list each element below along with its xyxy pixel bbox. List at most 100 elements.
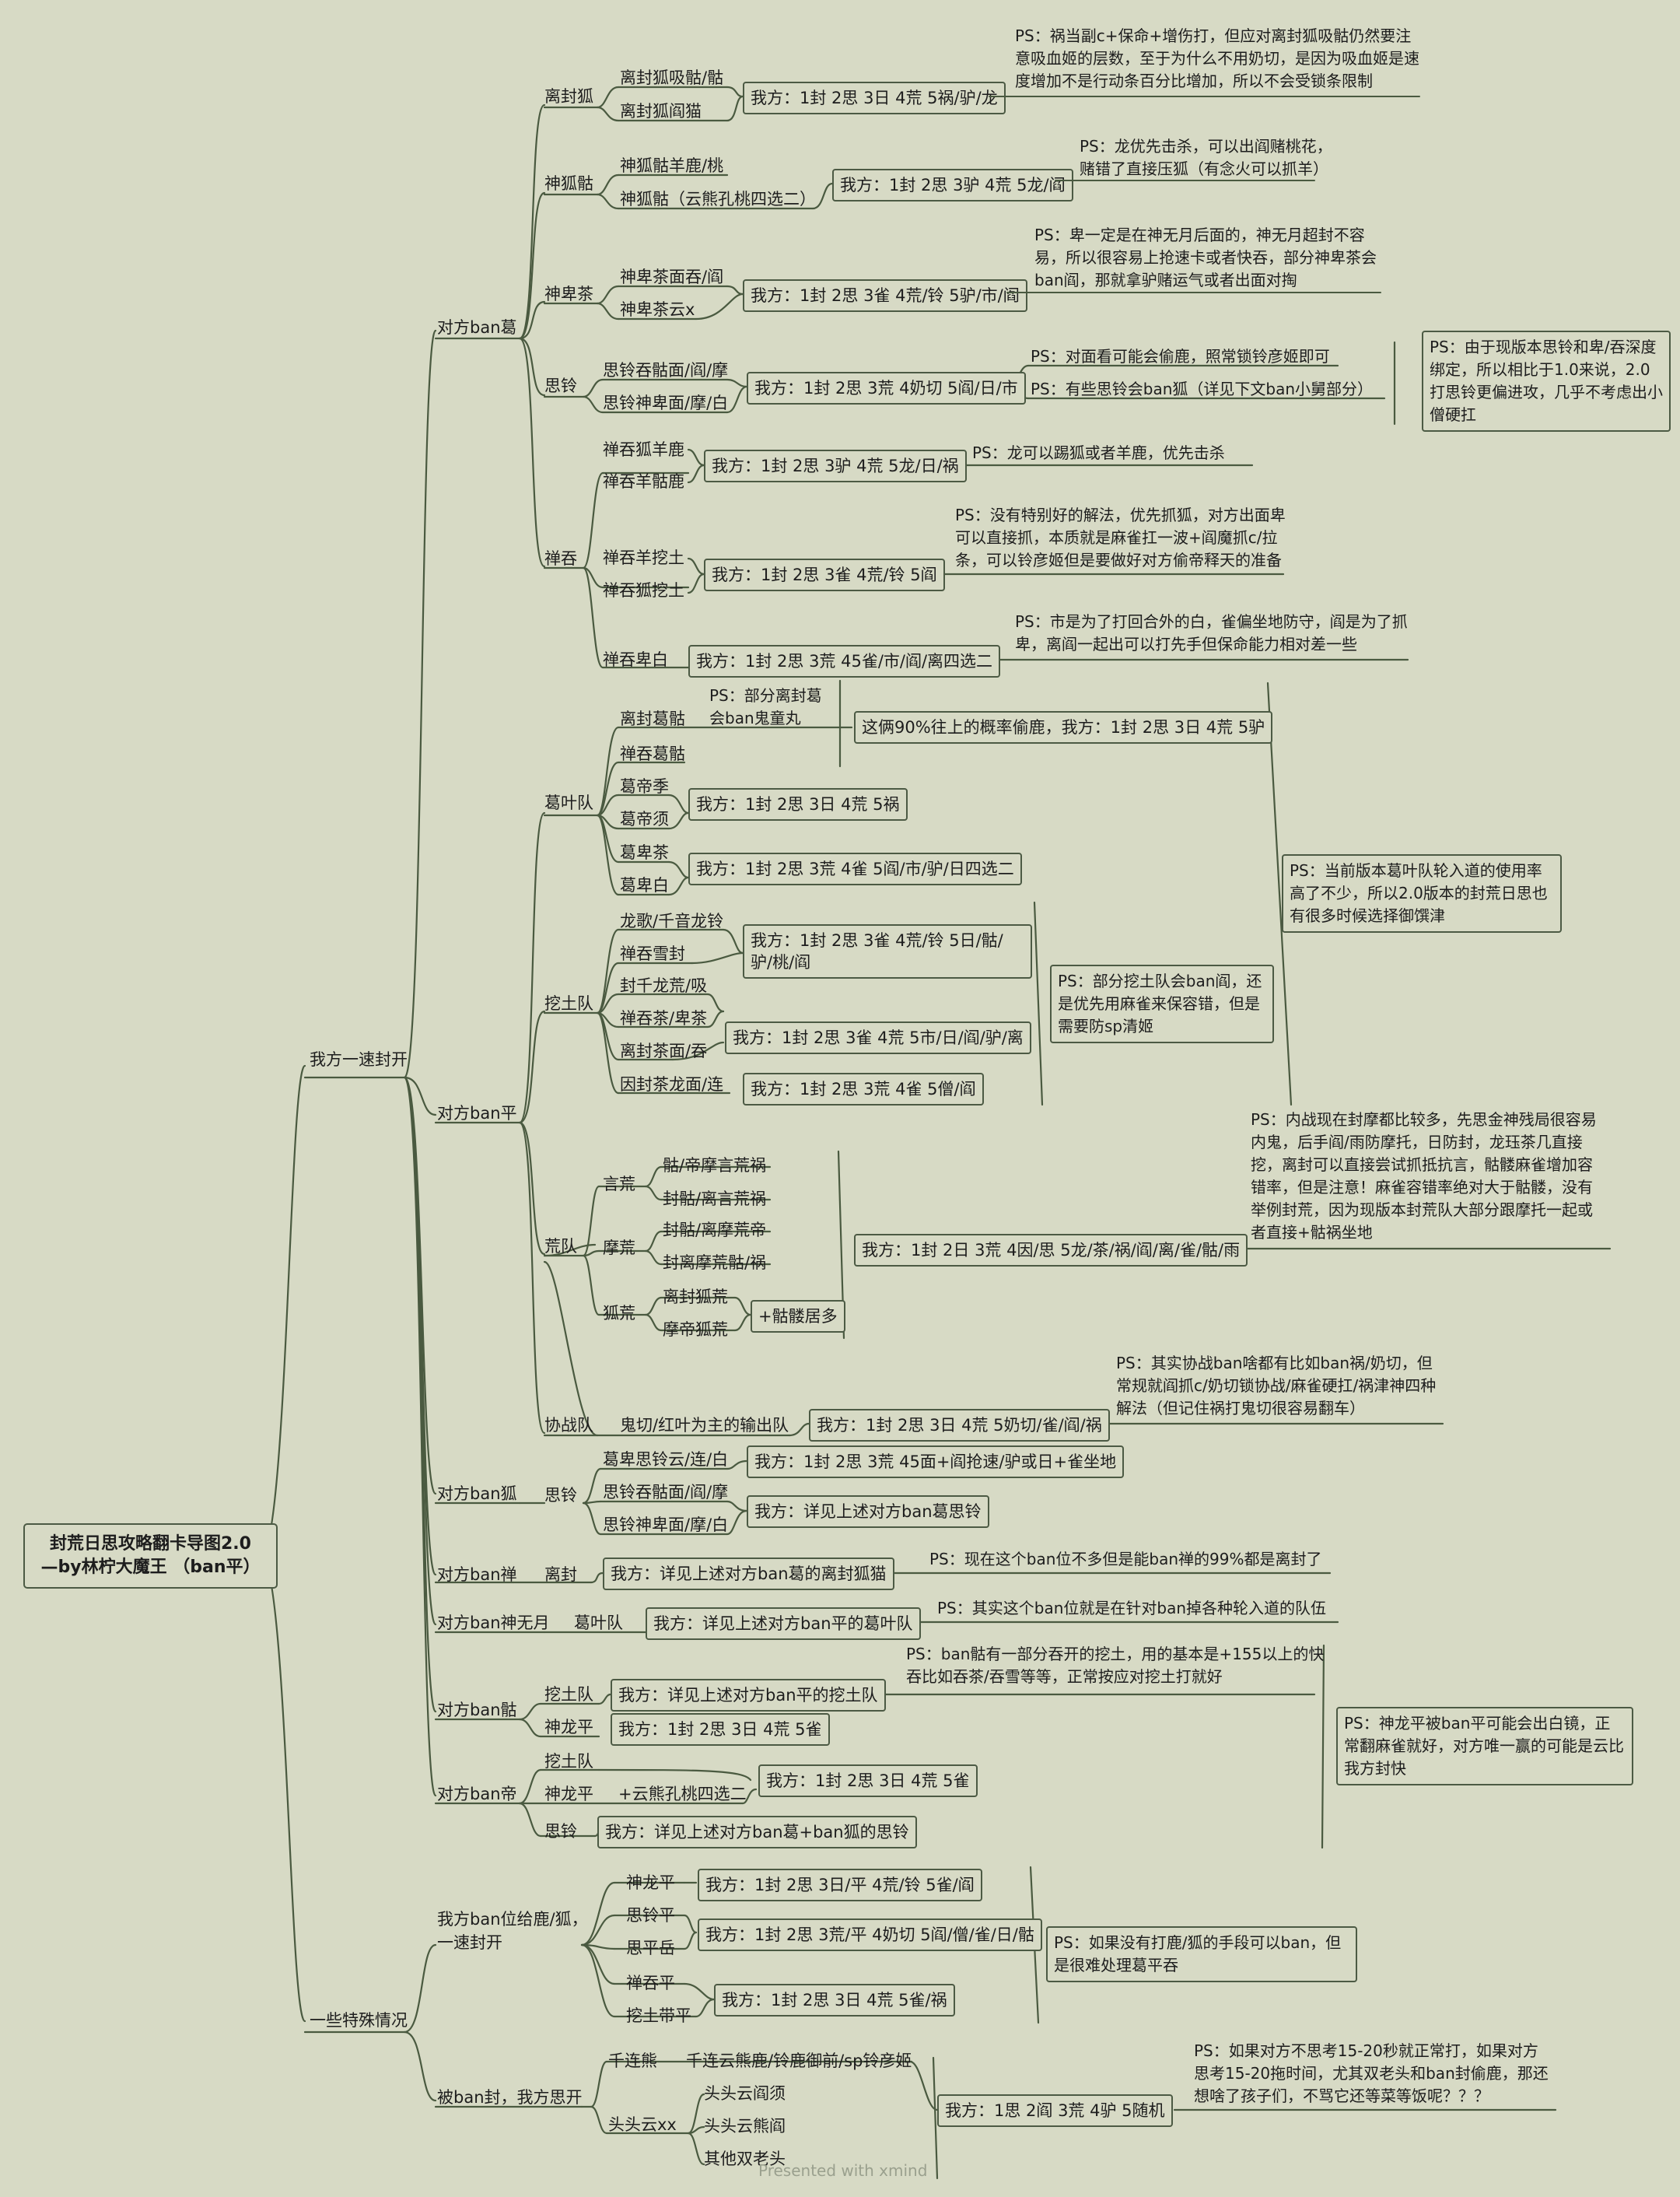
result-box-hu-1: 我方：1封 2思 3荒 45面+阎抢速/驴或日+雀坐地 — [747, 1445, 1125, 1478]
group-ban-chan: 对方ban禅 — [437, 1565, 517, 1584]
result-box-di-siling: 我方：详见上述对方ban葛+ban狐的思铃 — [597, 1816, 917, 1848]
branch-wuyue-geye: 葛叶队 — [574, 1614, 623, 1632]
di-shenlong-item: +云熊孔桃四选二 — [618, 1785, 747, 1803]
result-box-shenbei: 我方：1封 2思 3雀 4荒/铃 5驴/市/阎 — [743, 279, 1027, 312]
branch-shenbei: 神卑茶 — [544, 285, 593, 303]
shenbei-item-2: 神卑茶云x — [620, 300, 695, 319]
siling-item-1: 思铃吞骷面/阎/摩 — [603, 361, 729, 380]
spec1-item-2: 思铃平 — [626, 1906, 675, 1925]
huang-yan-item-2: 封骷/离言荒祸 — [663, 1190, 767, 1208]
chantun-a-item-1: 禅吞狐羊鹿 — [603, 440, 684, 459]
watermark: Presented with xmind — [758, 2161, 928, 2180]
spec2-a-item: 千连云熊鹿/铃鹿御前/sp铃彦姬 — [686, 2052, 912, 2070]
result-box-lifeng: 我方：1封 2思 3日 4荒 5祸/驴/龙 — [743, 82, 1006, 114]
branch-di-siling: 思铃 — [544, 1822, 577, 1841]
spec2-branch-a: 千连熊 — [608, 2052, 657, 2070]
result-box-geye-1: 这俩90%往上的概率偷鹿，我方：1封 2思 3日 4荒 5驴 — [854, 711, 1273, 744]
spec1-item-5: 挖土带平 — [626, 2006, 691, 2025]
huang-mo-item-2: 封离摩荒骷/祸 — [663, 1253, 767, 1272]
ps-siling-big: PS：由于现版本思铃和卑/吞深度绑定，所以相比于1.0来说，2.0打思铃更偏进攻… — [1422, 331, 1671, 432]
result-box-chan: 我方：详见上述对方ban葛的离封狐猫 — [603, 1558, 894, 1590]
huang-mo-item-1: 封骷/离摩荒帝 — [663, 1221, 767, 1239]
root-author: —by林柠大魔王 （ban平） — [40, 1558, 261, 1577]
branch-di-watu: 挖土队 — [544, 1752, 593, 1771]
result-box-huang-hu: +骷髅居多 — [751, 1300, 845, 1333]
branch-tie-shenlong: 神龙平 — [544, 1718, 593, 1736]
result-box-watu-2: 我方：1封 2思 3雀 4荒 5市/日/阎/驴/离 — [725, 1021, 1031, 1054]
result-box-shenhu: 我方：1封 2思 3驴 4荒 5龙/阎 — [832, 169, 1073, 201]
branch-xiezhan: 协战队 — [544, 1416, 593, 1435]
branch-huang: 荒队 — [544, 1237, 577, 1256]
group-ban-wuyue: 对方ban神无月 — [437, 1614, 550, 1632]
result-box-spec1-2: 我方：1封 2思 3荒/平 4奶切 5阎/僧/雀/日/骷 — [698, 1918, 1042, 1951]
result-box-spec2: 我方：1思 2阎 3荒 4驴 5随机 — [937, 2094, 1173, 2127]
geye-item-2: 禅吞葛骷 — [620, 745, 685, 763]
ps-tie-di: PS：神龙平被ban平可能会出白镜，正常翻麻雀就好，对方唯一赢的可能是云比我方封… — [1336, 1707, 1633, 1785]
chantun-a-item-2: 禅吞羊骷鹿 — [603, 472, 684, 491]
branch-lifeng: 离封狐 — [544, 87, 593, 106]
ps-geye-small: PS：部分离封葛 会ban鬼童丸 — [709, 686, 822, 727]
result-box-di: 我方：1封 2思 3日 4荒 5雀 — [758, 1764, 978, 1797]
huang-yan: 言荒 — [603, 1175, 635, 1193]
root-topic: 封荒日思攻略翻卡导图2.0 —by林柠大魔王 （ban平） — [23, 1523, 278, 1589]
result-box-siling: 我方：1封 2思 3荒 4奶切 5阎/日/市 — [747, 372, 1026, 405]
geye-item-6: 葛卑白 — [620, 876, 669, 895]
ps-spec1: PS：如果没有打鹿/狐的手段可以ban，但是很难处理葛平吞 — [1046, 1926, 1357, 1982]
ps-siling-1: PS：对面看可能会偷鹿，照常锁铃彦姬即可 — [1031, 347, 1330, 366]
result-box-huang: 我方：1封 2日 3荒 4因/思 5龙/茶/祸/阎/离/雀/骷/雨 — [854, 1234, 1248, 1267]
chantun-c-item: 禅吞卑白 — [603, 650, 668, 669]
watu-item-3: 封千龙荒/吸 — [620, 976, 708, 995]
ps-xiezhan: PS：其实协战ban啥都有比如ban祸/奶切，但常规就阎抓c/奶切锁协战/麻雀硬… — [1116, 1354, 1437, 1417]
watu-item-1: 龙歌/千音龙铃 — [620, 912, 724, 930]
group-ban-hu: 对方ban狐 — [437, 1484, 517, 1503]
group-special-1: 我方ban位给鹿/狐， 一速封开 — [437, 1910, 588, 1952]
shenhu-item-1: 神狐骷羊鹿/桃 — [620, 156, 724, 175]
ps-geye-big: PS：当前版本葛叶队轮入道的使用率高了不少，所以2.0版本的封荒日思也有很多时候… — [1282, 854, 1562, 933]
result-box-chantun-c: 我方：1封 2思 3荒 45雀/市/阎/离四选二 — [688, 645, 1001, 678]
siling-item-2: 思铃神卑面/摩/白 — [603, 394, 729, 412]
ps-siling-2: PS：有些思铃会ban狐（详见下文ban小舅部分） — [1031, 380, 1374, 398]
spec2-b-item-2: 头头云熊阎 — [704, 2117, 786, 2136]
hu-item-2: 思铃吞骷面/阎/摩 — [603, 1483, 729, 1501]
chantun-b-item-1: 禅吞羊挖土 — [603, 548, 684, 567]
huang-hu: 狐荒 — [603, 1304, 635, 1323]
geye-item-4: 葛帝须 — [620, 810, 669, 829]
shenhu-item-2: 神狐骷（云熊孔桃四选二） — [620, 190, 816, 208]
ps-shenbei: PS：卑一定是在神无月后面的，神无月超封不容易，所以很容易上抢速卡或者快吞，部分… — [1034, 226, 1377, 289]
result-box-geye-2: 我方：1封 2思 3日 4荒 5祸 — [688, 788, 908, 821]
branch-chan-lifeng: 离封 — [544, 1565, 577, 1584]
branch-hu-siling: 思铃 — [544, 1486, 577, 1505]
result-box-wuyue: 我方：详见上述对方ban平的葛叶队 — [646, 1607, 921, 1640]
ps-lifeng: PS：祸当副c+保命+增伤打，但应对离封狐吸骷仍然要注意吸血姬的层数，至于为什么… — [1015, 26, 1419, 90]
huang-hu-item-2: 摩帝狐荒 — [663, 1320, 728, 1339]
xiezhan-item: 鬼切/红叶为主的输出队 — [620, 1416, 789, 1435]
ps-chantun-b: PS：没有特别好的解法，优先抓狐，对方出面卑可以直接抓，本质就是麻雀扛一波+阎魔… — [955, 506, 1286, 569]
ps-watu: PS：部分挖土队会ban阎，还是优先用麻雀来保容错，但是需要防sp清姬 — [1050, 965, 1274, 1043]
ps-chan: PS：现在这个ban位不多但是能ban禅的99%都是离封了 — [929, 1550, 1322, 1568]
spec2-b-item-1: 头头云阎须 — [704, 2084, 786, 2103]
geye-item-1: 离封葛骷 — [620, 710, 685, 728]
group-ban-tie: 对方ban骷 — [437, 1701, 517, 1719]
result-box-tie-b: 我方：1封 2思 3日 4荒 5雀 — [611, 1713, 830, 1746]
branch-di-shenlong: 神龙平 — [544, 1785, 593, 1803]
result-box-chantun-a: 我方：1封 2思 3驴 4荒 5龙/日/祸 — [704, 450, 967, 482]
branch-watu: 挖土队 — [544, 994, 593, 1013]
huang-hu-item-1: 离封狐荒 — [663, 1288, 728, 1306]
lifeng-item-1: 离封狐吸骷/骷 — [620, 68, 724, 87]
ps-chantun-c: PS：市是为了打回合外的白，雀偏坐地防守，阎是为了抓卑，离阎一起出可以打先手但保… — [1015, 612, 1408, 653]
branch-siling: 思铃 — [544, 377, 577, 395]
watu-item-6: 因封茶龙面/连 — [620, 1075, 724, 1094]
spec2-b-item-3: 其他双老头 — [704, 2150, 786, 2168]
geye-item-5: 葛卑茶 — [620, 843, 669, 862]
watu-item-4: 禅吞茶/卑茶 — [620, 1009, 708, 1028]
result-box-geye-3: 我方：1封 2思 3荒 4雀 5阎/市/驴/日四选二 — [688, 853, 1022, 885]
ps-tie: PS：ban骷有一部分吞开的挖土，用的基本是+155以上的快吞比如吞茶/吞雪等等… — [906, 1645, 1325, 1686]
shenbei-item-1: 神卑茶面吞/阎 — [620, 268, 724, 286]
chantun-b-item-2: 禅吞狐挖土 — [603, 581, 684, 600]
huang-mo: 摩荒 — [603, 1239, 635, 1257]
result-box-xiezhan: 我方：1封 2思 3日 4荒 5奶切/雀/阎/祸 — [809, 1409, 1110, 1442]
result-box-spec1-3: 我方：1封 2思 3日 4荒 5雀/祸 — [714, 1984, 955, 2017]
geye-item-3: 葛帝季 — [620, 777, 669, 796]
branch-tie-watu: 挖土队 — [544, 1685, 593, 1704]
